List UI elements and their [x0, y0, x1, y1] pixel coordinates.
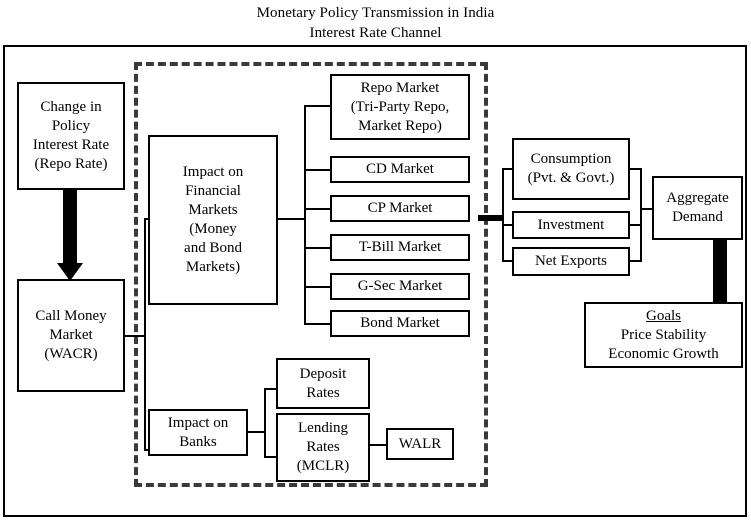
- financial-markets-line-1: Impact on: [182, 164, 244, 180]
- financial-markets-line-3: Markets: [188, 202, 238, 218]
- link-financial-markets-out: [276, 218, 306, 220]
- link-bracket-deposit-rates: [264, 388, 278, 390]
- link-consumption-to-bracket: [629, 168, 642, 170]
- goals-line-1: Price Stability: [620, 326, 707, 343]
- financial-markets-line-2: Financial: [185, 183, 241, 199]
- node-tbill-market[interactable]: T-Bill Market: [330, 234, 470, 261]
- call-money-line-3: (WACR): [44, 346, 98, 362]
- financial-markets-line-5: and Bond: [184, 240, 242, 256]
- title-line-2: Interest Rate Channel: [309, 25, 442, 41]
- consumption-line-1: Consumption: [530, 151, 612, 167]
- link-bracket-tbill-market: [304, 247, 332, 249]
- node-bond-market[interactable]: Bond Market: [330, 310, 470, 337]
- link-bracket-cp-market: [304, 208, 332, 210]
- node-aggregate-demand[interactable]: Aggregate Demand: [652, 176, 743, 240]
- lending-rates-line-2: Rates: [306, 439, 340, 455]
- cd-market-label: CD Market: [366, 161, 434, 177]
- policy-rate-line-1: Change in: [40, 99, 102, 115]
- node-net-exports[interactable]: Net Exports: [512, 247, 630, 276]
- tbill-market-label: T-Bill Market: [358, 239, 442, 255]
- gsec-market-label: G-Sec Market: [357, 278, 443, 294]
- repo-market-line-2: (Tri-Party Repo,: [350, 98, 450, 115]
- node-goals[interactable]: Goals Price Stability Economic Growth: [584, 302, 743, 368]
- arrow-policy-to-callmoney-head: [57, 263, 83, 281]
- net-exports-label: Net Exports: [534, 253, 608, 269]
- call-money-line-2: Market: [49, 327, 93, 343]
- aggregate-demand-line-2: Demand: [672, 209, 723, 225]
- node-investment[interactable]: Investment: [512, 211, 630, 239]
- aggregate-demand-line-1: Aggregate: [666, 190, 729, 206]
- link-callmoney-out: [124, 335, 146, 337]
- node-consumption[interactable]: Consumption (Pvt. & Govt.): [512, 138, 630, 200]
- deposit-rates-line-2: Rates: [306, 384, 340, 401]
- link-bracket-cd-market: [304, 169, 332, 171]
- policy-rate-line-2: Policy: [51, 118, 91, 134]
- node-change-in-policy-rate[interactable]: Change in Policy Interest Rate (Repo Rat…: [17, 82, 125, 190]
- lending-rates-line-3: (MCLR): [296, 458, 350, 474]
- link-bracket-investment: [502, 224, 514, 226]
- link-bracket-consumption: [502, 168, 514, 170]
- node-impact-on-financial-markets[interactable]: Impact on Financial Markets (Money and B…: [148, 135, 278, 305]
- repo-market-line-3: Market Repo): [358, 117, 442, 134]
- node-impact-on-banks[interactable]: Impact on Banks: [148, 409, 248, 456]
- node-call-money-market[interactable]: Call Money Market (WACR): [17, 279, 125, 392]
- node-cp-market[interactable]: CP Market: [330, 195, 470, 222]
- node-lending-rates[interactable]: Lending Rates (MCLR): [276, 413, 370, 482]
- node-deposit-rates[interactable]: Deposit Rates: [276, 358, 370, 409]
- policy-rate-line-4: (Repo Rate): [34, 156, 108, 172]
- link-bracket-bond-market: [304, 323, 332, 325]
- link-bracket-repo-market: [304, 105, 332, 107]
- financial-markets-line-6: Markets): [185, 259, 241, 275]
- title-line-1: Monetary Policy Transmission in India: [256, 5, 495, 21]
- link-net-exports-to-bracket: [629, 260, 642, 262]
- call-money-line-1: Call Money: [35, 308, 107, 324]
- investment-label: Investment: [537, 216, 605, 233]
- arrow-aggregate-to-goals-shaft: [713, 238, 727, 310]
- cp-market-label: CP Market: [367, 200, 433, 216]
- bracket-markets-spine: [304, 105, 306, 324]
- node-gsec-market[interactable]: G-Sec Market: [330, 273, 470, 300]
- dashed-boundary-region: [134, 62, 488, 487]
- consumption-line-2: (Pvt. & Govt.): [527, 170, 615, 186]
- bond-market-label: Bond Market: [360, 315, 440, 331]
- bracket-aggregate-spine: [640, 168, 642, 262]
- bracket-banks-spine: [264, 388, 266, 458]
- goals-heading: Goals: [645, 307, 681, 324]
- link-impact-banks-out: [248, 431, 266, 433]
- link-lending-rates-to-walr: [370, 444, 388, 446]
- link-left-spine: [144, 218, 146, 451]
- impact-banks-line-2: Banks: [179, 433, 217, 450]
- impact-banks-line-1: Impact on: [167, 414, 229, 431]
- node-cd-market[interactable]: CD Market: [330, 156, 470, 183]
- goals-line-2: Economic Growth: [608, 345, 719, 362]
- financial-markets-line-4: (Money: [189, 221, 237, 237]
- arrow-policy-to-callmoney-shaft: [63, 190, 77, 265]
- link-bracket-lending-rates: [264, 456, 278, 458]
- diagram-outer-frame: [3, 45, 747, 517]
- link-investment-to-bracket: [629, 224, 642, 226]
- link-bracket-to-aggregate-demand: [640, 208, 654, 210]
- lending-rates-line-1: Lending: [298, 420, 348, 436]
- node-walr[interactable]: WALR: [386, 428, 454, 460]
- diagram-title: Monetary Policy Transmission in India In…: [0, 3, 751, 43]
- link-bracket-net-exports: [502, 260, 514, 262]
- repo-market-line-1: Repo Market: [360, 79, 440, 96]
- link-bracket-gsec-market: [304, 286, 332, 288]
- deposit-rates-line-1: Deposit: [299, 365, 347, 382]
- node-repo-market[interactable]: Repo Market (Tri-Party Repo, Market Repo…: [330, 74, 470, 140]
- walr-label: WALR: [398, 435, 442, 452]
- policy-rate-line-3: Interest Rate: [32, 137, 110, 153]
- link-markets-to-demand-crossing: [478, 215, 504, 221]
